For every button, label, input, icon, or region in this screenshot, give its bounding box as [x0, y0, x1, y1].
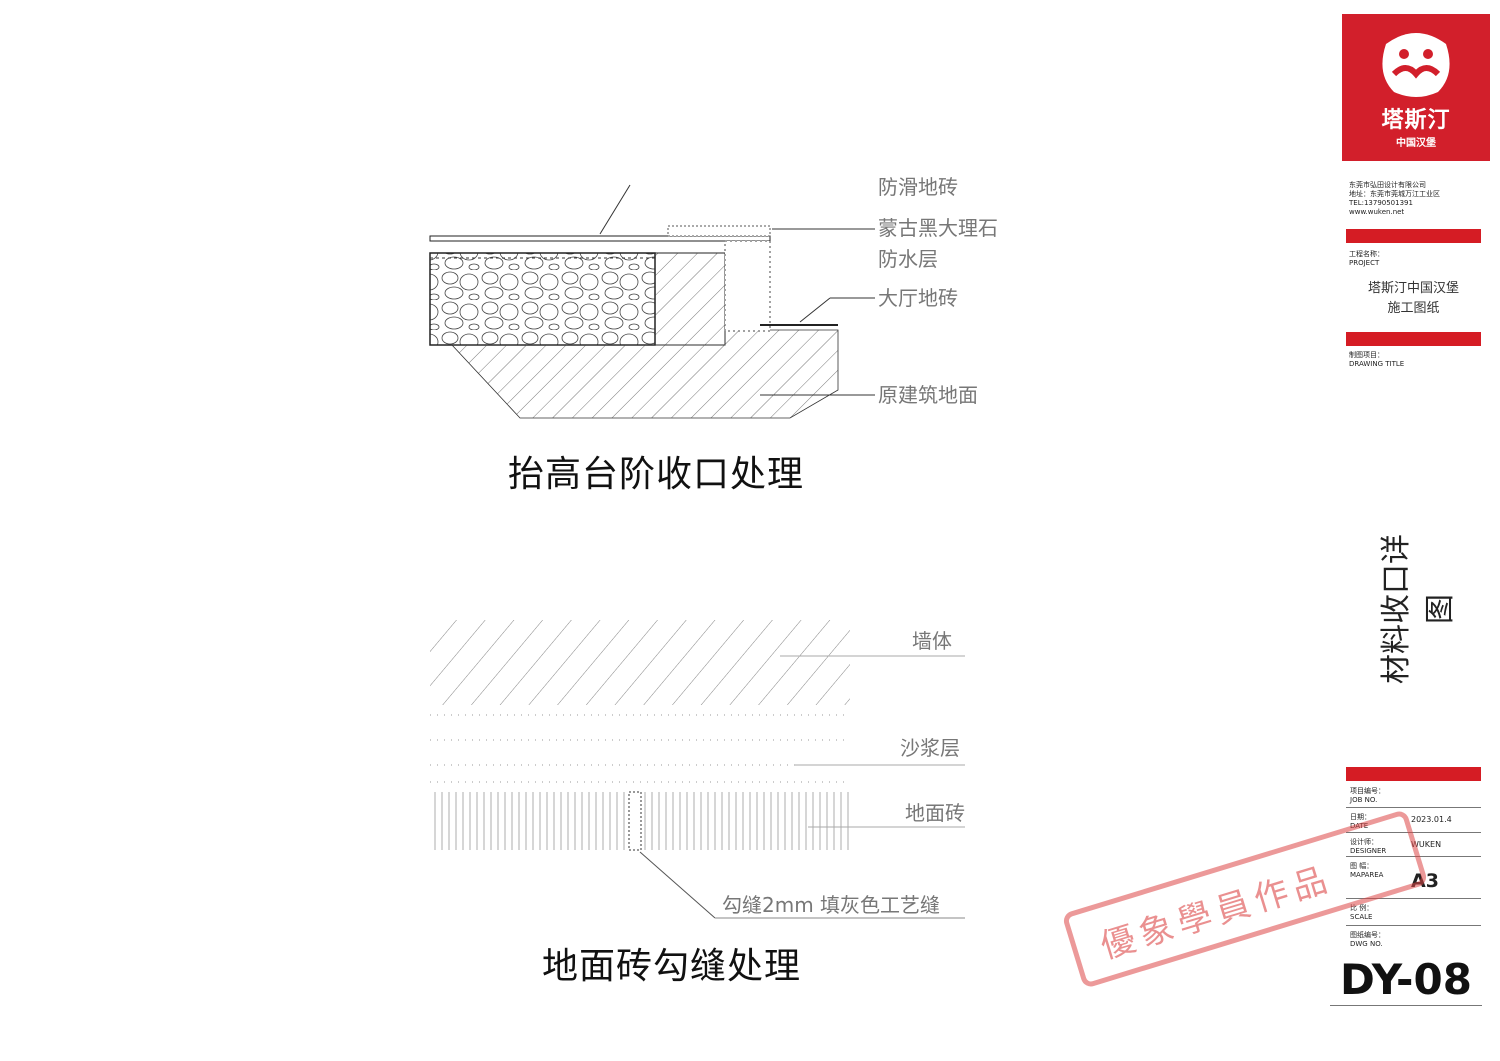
company-tel: TEL:13790501391	[1349, 199, 1413, 207]
brand-logo: 塔斯汀 中国汉堡	[1342, 14, 1490, 161]
label-mortar: 沙浆层	[900, 736, 960, 760]
label-waterproof: 防水层	[878, 247, 938, 271]
company-name: 东莞市弘田设计有限公司	[1349, 181, 1426, 189]
project-label-cn: 工程名称：	[1349, 250, 1384, 258]
project-label-en: PROJECT	[1349, 259, 1380, 267]
info-row-maparea: 图 幅：MAPAREA A3	[1346, 858, 1481, 899]
lion-mascot-icon	[1382, 33, 1450, 97]
designer-value: WUKEN	[1411, 840, 1442, 849]
project-name-line2: 施工图纸	[1387, 301, 1440, 316]
logo-brand: 塔斯汀	[1381, 108, 1451, 133]
detail2-caption: 地面砖勾缝处理	[542, 946, 802, 987]
date-value: 2023.01.4	[1411, 815, 1452, 824]
drawing-number: DY-08	[1340, 955, 1472, 1004]
label-wall: 墙体	[912, 629, 952, 653]
project-name: 塔斯汀中国汉堡 施工图纸	[1346, 279, 1481, 319]
detail1-caption: 抬高台阶收口处理	[508, 454, 805, 495]
red-divider	[1346, 229, 1481, 243]
project-name-line1: 塔斯汀中国汉堡	[1367, 281, 1459, 296]
label-floor-tile: 地面砖	[905, 801, 965, 825]
info-row-designer: 设计师：DESIGNER WUKEN	[1346, 834, 1481, 857]
project-label: 工程名称： PROJECT	[1349, 250, 1384, 268]
tile-grout-detail: 墙体 沙浆层 地面砖 勾缝2mm 填灰色工艺缝	[430, 620, 965, 919]
info-label-en: DWG NO.	[1350, 940, 1383, 948]
info-label-en: DATE	[1350, 822, 1369, 830]
info-row-scale: 比 例：SCALE	[1346, 900, 1481, 926]
info-label-en: MAPAREA	[1350, 871, 1384, 879]
info-label-cn: 设计师：	[1350, 838, 1378, 846]
red-divider	[1346, 332, 1481, 346]
company-info: 东莞市弘田设计有限公司 地址：东莞市莞城万江工业区 TEL:1379050139…	[1349, 181, 1440, 217]
drawing-title-label: 制图项目： DRAWING TITLE	[1349, 351, 1404, 369]
info-label-cn: 日期：	[1350, 813, 1371, 821]
red-divider	[1346, 767, 1481, 781]
info-label-cn: 图 幅：	[1350, 862, 1374, 870]
label-grout: 勾缝2mm 填灰色工艺缝	[722, 893, 940, 917]
info-label-cn: 比 例：	[1350, 904, 1374, 912]
bottom-rule	[1330, 1005, 1482, 1006]
raised-step-detail: 防滑地砖 蒙古黑大理石 防水层 大厅地砖 原建筑地面	[429, 175, 998, 419]
info-row-job-no: 项目编号：JOB NO.	[1346, 783, 1481, 808]
info-label-cn: 项目编号：	[1350, 787, 1385, 795]
info-label-en: JOB NO.	[1350, 796, 1378, 804]
info-row-date: 日期：DATE 2023.01.4	[1346, 809, 1481, 833]
info-row-dwg-no: 图纸编号：DWG NO.	[1346, 927, 1481, 949]
company-address: 地址：东莞市莞城万江工业区	[1349, 190, 1440, 198]
drawing-title-label-cn: 制图项目：	[1349, 351, 1384, 359]
info-label-en: DESIGNER	[1350, 847, 1387, 855]
drawing-title: 材料收口详图	[1379, 534, 1458, 684]
company-web: www.wuken.net	[1349, 208, 1405, 216]
label-marble: 蒙古黑大理石	[878, 216, 998, 240]
logo-sub: 中国汉堡	[1396, 138, 1436, 149]
info-label-cn: 图纸编号：	[1350, 931, 1385, 939]
maparea-value: A3	[1411, 870, 1439, 892]
label-hall-tile: 大厅地砖	[878, 286, 958, 310]
drawing-title-label-en: DRAWING TITLE	[1349, 360, 1405, 368]
label-original-floor: 原建筑地面	[878, 383, 978, 407]
label-anti-slip-tile: 防滑地砖	[878, 175, 958, 199]
info-label-en: SCALE	[1350, 913, 1373, 921]
